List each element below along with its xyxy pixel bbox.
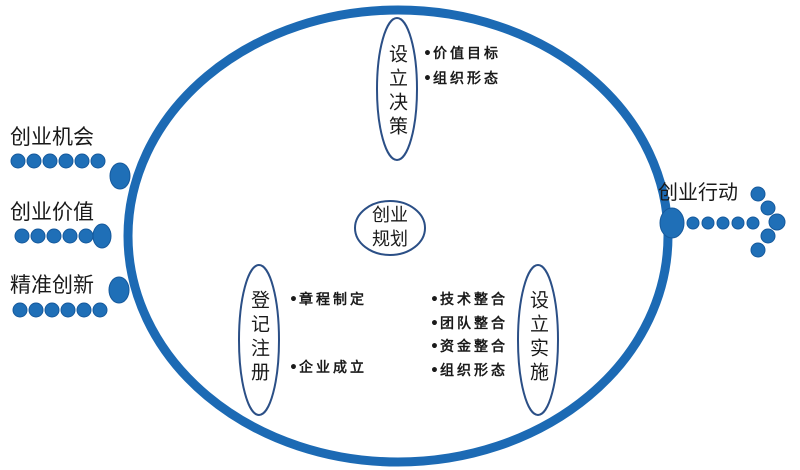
arrowhead-dot <box>750 242 766 258</box>
input-dot <box>26 153 42 169</box>
stage-title-implement: 设立实施 <box>527 290 549 386</box>
input-dot <box>30 228 46 244</box>
input-dot <box>42 153 58 169</box>
input-dot <box>62 228 78 244</box>
stage-item: 组织形态 <box>423 67 501 92</box>
stage-item: 企业成立 <box>289 358 367 378</box>
stage-item: 团队整合 <box>430 313 508 337</box>
output-dot <box>686 216 700 230</box>
input-dot <box>14 228 30 244</box>
input-dot <box>90 153 106 169</box>
stage-oval-register <box>238 264 280 416</box>
input-dot-large <box>92 223 112 249</box>
input-dot-large <box>109 162 131 190</box>
arrowhead-dot <box>760 200 776 216</box>
core-label-line1: 创业 <box>372 205 408 226</box>
input-label-opportunity: 创业机会 <box>10 125 94 149</box>
output-arrow-action <box>659 186 786 258</box>
input-arrow-opportunity <box>10 153 131 190</box>
stage-oval-implement <box>517 264 559 416</box>
stage-title-register: 登记注册 <box>248 290 270 386</box>
input-dot <box>46 228 62 244</box>
input-label-innovation: 精准创新 <box>10 273 94 297</box>
input-dot <box>92 302 108 318</box>
input-dot <box>58 153 74 169</box>
arrowhead-dot <box>760 228 776 244</box>
arrowhead-dot <box>768 213 786 231</box>
input-arrow-value <box>14 223 112 249</box>
core-label: 创业 规划 <box>355 204 425 252</box>
output-dot <box>731 216 745 230</box>
input-dot-large <box>108 276 130 304</box>
stage-items-decision: 价值目标 组织形态 <box>423 42 501 92</box>
input-label-value: 创业价值 <box>10 200 94 224</box>
output-dot <box>716 216 730 230</box>
input-dot <box>76 302 92 318</box>
output-label-action: 创业行动 <box>658 180 738 204</box>
output-dot-large <box>659 207 685 239</box>
stage-title-decision: 设立决策 <box>386 44 408 140</box>
output-dot <box>746 216 760 230</box>
input-dot <box>78 228 94 244</box>
arrowhead-dot <box>750 186 766 202</box>
input-dot <box>74 153 90 169</box>
stage-item: 价值目标 <box>423 42 501 67</box>
core-label-line2: 规划 <box>372 229 408 250</box>
stage-oval-decision <box>376 17 418 161</box>
input-dot <box>10 153 26 169</box>
stage-item: 资金整合 <box>430 336 508 360</box>
stage-items-register: 章程制定 企业成立 <box>289 290 367 378</box>
stage-item: 组织形态 <box>430 360 508 384</box>
core-oval <box>354 200 426 256</box>
stage-items-implement: 技术整合 团队整合 资金整合 组织形态 <box>430 289 508 383</box>
input-dot <box>44 302 60 318</box>
output-dot <box>701 216 715 230</box>
input-arrow-innovation <box>12 276 130 318</box>
input-dot <box>60 302 76 318</box>
input-dot <box>28 302 44 318</box>
stage-item: 技术整合 <box>430 289 508 313</box>
input-dot <box>12 302 28 318</box>
stage-item: 章程制定 <box>289 290 367 310</box>
